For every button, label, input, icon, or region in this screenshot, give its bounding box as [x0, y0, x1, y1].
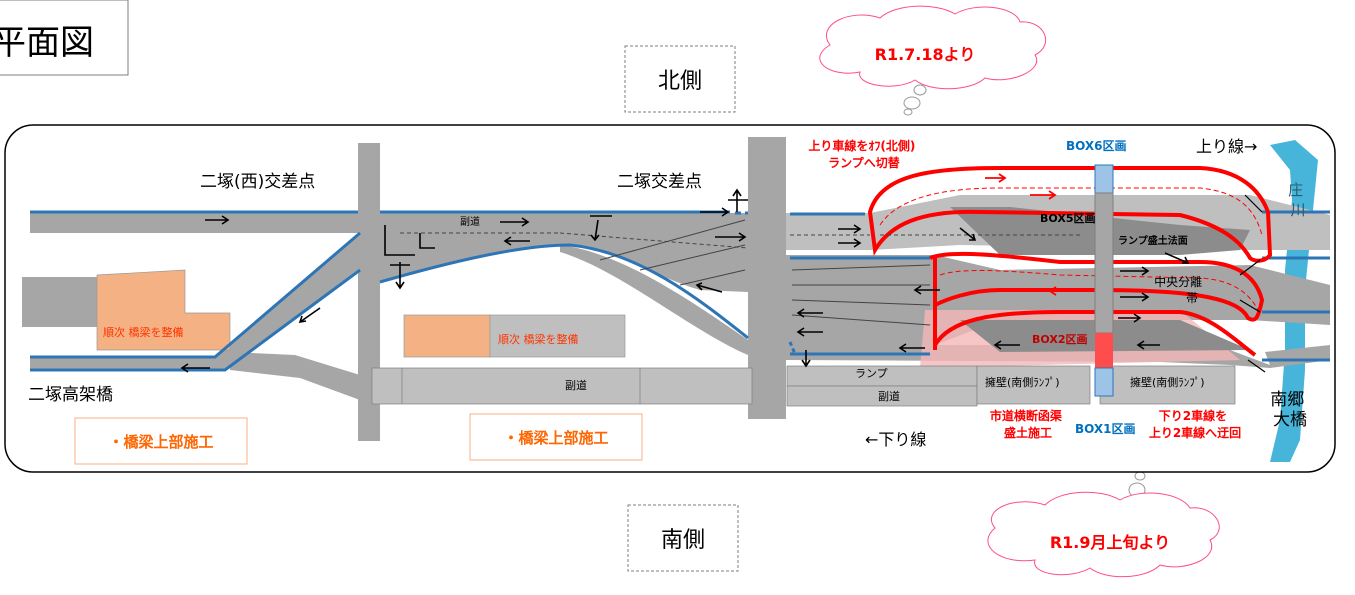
nango-bridge-label: 南郷 大橋 [1270, 390, 1309, 430]
fukudo-upper-label: 副道 [460, 215, 480, 228]
red-switch-outlines [867, 166, 1273, 357]
box5-label: BOX5区画 [1040, 212, 1095, 225]
retaining-wall-1-label: 擁壁(南側ﾗﾝﾌﾟ) [985, 375, 1060, 389]
fukudo-lower-left-label: 副道 [565, 378, 587, 392]
ramp-slope-label: ランプ盛土法面 [1118, 234, 1188, 247]
cross-street-east [748, 137, 786, 419]
box2-label: BOX2区画 [1032, 333, 1087, 346]
switch-note: 上り車線をｵﾌ(北側) ランプへ切替 [808, 138, 919, 170]
middle-road-south [560, 245, 748, 355]
north-label: 北側 [658, 69, 702, 94]
superstructure-1-label: ・橋梁上部施工 [108, 433, 213, 451]
bridge-prep-box-1 [96, 269, 231, 351]
inbound-line-label: 上り線→ [1196, 137, 1257, 156]
box1-label: BOX1区画 [1075, 422, 1136, 436]
traffic-arrows [180, 188, 1190, 373]
superstructure-box-2: ・橋梁上部施工 [469, 413, 643, 461]
box-column [1094, 164, 1114, 397]
central-median-label: 中央分離 帯 [1154, 274, 1206, 305]
right-road-center [786, 255, 1330, 345]
city-road-note: 市道横断函渠 盛土施工 [990, 408, 1066, 440]
south-label: 南側 [661, 528, 705, 553]
futatsuka-west-intersection-label: 二塚(西)交差点 [200, 172, 315, 192]
futatsuka-intersection-label: 二塚交差点 [617, 172, 702, 192]
bridge-prep-1-label: 順次 橋梁を整備 [103, 325, 184, 339]
south-callout: R1.9月上旬より [987, 461, 1220, 578]
ramp-label: ランプ [855, 367, 888, 380]
title-box: 平面図 [0, 0, 129, 76]
left-road-upper [30, 213, 360, 233]
left-gray-block [22, 277, 102, 327]
bridge-prep-box-2-orange [403, 314, 491, 358]
north-callout: R1.7.18より [819, 5, 1047, 116]
detour-note: 下り2車線を 上り2車線へ迂回 [1149, 408, 1241, 440]
outbound-line-label: ←下り線 [865, 430, 926, 449]
sho-river-label: 庄 川 [1288, 181, 1308, 219]
south-label-box: 南側 [627, 504, 739, 572]
bridge-prep-2-label: 順次 橋梁を整備 [498, 332, 579, 346]
page-title: 平面図 [0, 23, 94, 63]
blue-edge-lines [30, 210, 1330, 372]
lower-frontage-left [371, 367, 753, 405]
frontage-diagonal [230, 352, 360, 400]
bridge-prep-box-2-gray [489, 314, 626, 358]
labels: 二塚(西)交差点 二塚交差点 二塚高架橋 副道 副道 ランプ 副道 擁壁(南側ﾗ… [28, 137, 1257, 449]
superstructure-box-1: ・橋梁上部施工 [74, 417, 248, 465]
north-callout-text: R1.7.18より [875, 45, 976, 64]
cross-street-west [358, 143, 380, 441]
retaining-wall-2-label: 擁壁(南側ﾗﾝﾌﾟ) [1130, 375, 1205, 389]
north-label-box: 北側 [624, 45, 736, 113]
superstructure-2-label: ・橋梁上部施工 [503, 429, 608, 447]
bridge-end-marks [1239, 194, 1266, 373]
red-dashed-lines [879, 187, 1263, 311]
viaduct-ramp [30, 233, 360, 370]
retaining-wall-2-box [1099, 365, 1236, 405]
box6-label: BOX6区画 [1066, 139, 1127, 153]
south-callout-text: R1.9月上旬より [1050, 533, 1170, 552]
retaining-wall-1-box [976, 365, 1091, 405]
futatsuka-viaduct-label: 二塚高架橋 [28, 385, 113, 405]
fukudo-lower-right-label: 副道 [878, 389, 900, 403]
red-arrows [985, 173, 1075, 296]
multiline-labels: 上り車線をｵﾌ(北側) ランプへ切替 中央分離 帯 市道横断函渠 盛土施工 下り… [808, 138, 1309, 440]
hatch-lines [599, 219, 931, 326]
